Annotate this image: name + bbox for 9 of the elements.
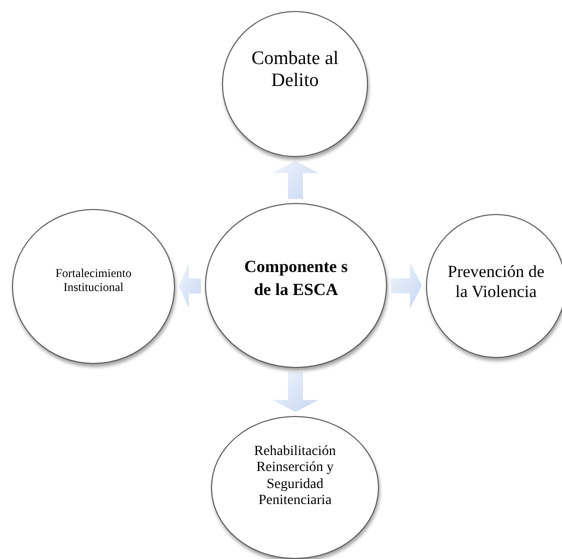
block-arrow: [179, 263, 201, 309]
node-label: Combate al Delito: [250, 48, 340, 92]
node-label: Fortalecimiento Institucional: [54, 266, 132, 294]
node-label: Componente s de la ESCA: [244, 256, 348, 300]
block-arrow: [272, 161, 318, 199]
node-label: Rehabilitación Reinserción y Seguridad Penitenciaria: [253, 444, 337, 509]
block-arrow: [391, 262, 422, 309]
block-arrow: [272, 372, 318, 412]
node-label: Prevención de la Violencia: [446, 262, 546, 302]
